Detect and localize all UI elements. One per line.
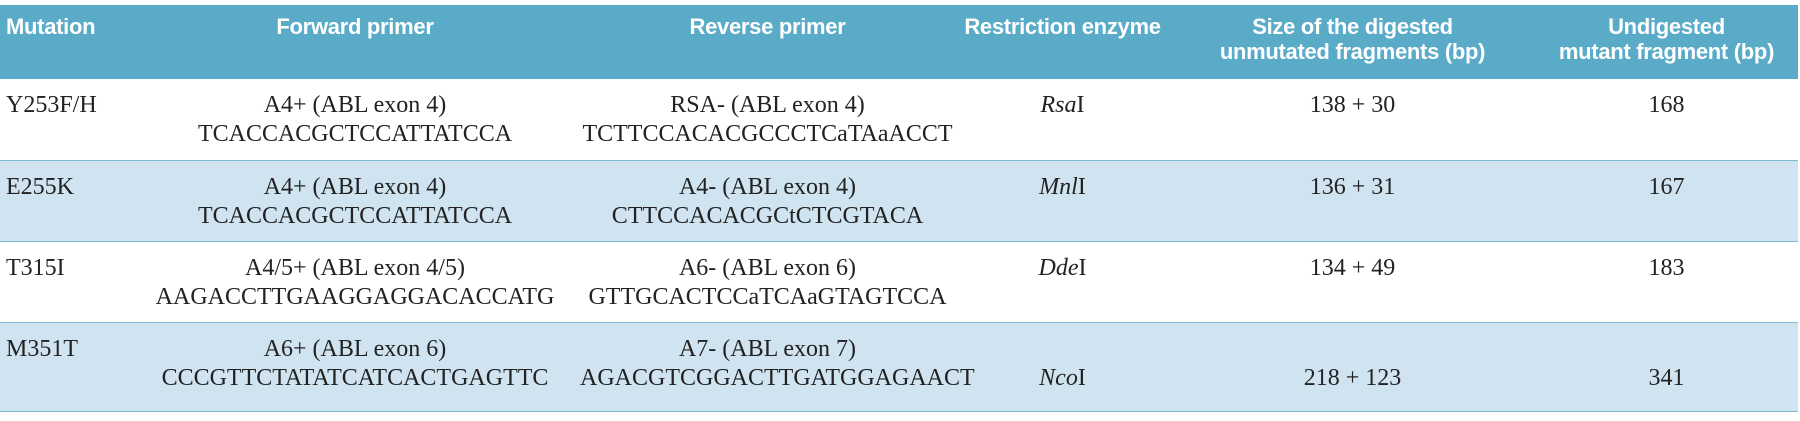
table-row: Y253F/H A4+ (ABL exon 4)TCACCACGCTCCATTA…: [0, 79, 1798, 161]
enzyme-cell: RsaI: [955, 79, 1170, 161]
mutation-cell: E255K: [0, 160, 130, 242]
header-forward-primer: Forward primer: [130, 5, 580, 79]
header-reverse-primer: Reverse primer: [580, 5, 955, 79]
table-row: T315I A4/5+ (ABL exon 4/5)AAGACCTTGAAGGA…: [0, 241, 1798, 323]
forward-primer-cell: A4+ (ABL exon 4)TCACCACGCTCCATTATCCA: [130, 79, 580, 161]
mutation-cell: T315I: [0, 241, 130, 323]
table-row: E255K A4+ (ABL exon 4)TCACCACGCTCCATTATC…: [0, 160, 1798, 242]
enzyme-cell: DdeI: [955, 241, 1170, 323]
enzyme-cell: MnlI: [955, 160, 1170, 242]
undigested-size-cell: 183: [1535, 241, 1798, 323]
undigested-size-cell: 167: [1535, 160, 1798, 242]
digested-size-cell: 138 + 30: [1170, 79, 1535, 161]
header-restriction-enzyme: Restriction enzyme: [955, 5, 1170, 79]
primer-table: Mutation Forward primer Reverse primer R…: [0, 5, 1798, 412]
header-row: Mutation Forward primer Reverse primer R…: [0, 5, 1798, 79]
digested-size-cell: 134 + 49: [1170, 241, 1535, 323]
reverse-primer-cell: A7- (ABL exon 7)AGACGTCGGACTTGATGGAGAACT: [580, 322, 975, 412]
enzyme-cell: NcoI: [955, 322, 1170, 412]
reverse-primer-cell: A6- (ABL exon 6)GTTGCACTCCaTCAaGTAGTCCA: [580, 241, 955, 323]
undigested-size-cell: 168: [1535, 79, 1798, 161]
forward-primer-cell: A4/5+ (ABL exon 4/5)AAGACCTTGAAGGAGGACAC…: [130, 241, 580, 323]
mutation-cell: M351T: [0, 322, 130, 412]
reverse-primer-cell: A4- (ABL exon 4)CTTCCACACGCtCTCGTACA: [580, 160, 955, 242]
mutation-cell: Y253F/H: [0, 79, 130, 161]
header-mutation: Mutation: [0, 5, 130, 79]
forward-primer-cell: A4+ (ABL exon 4)TCACCACGCTCCATTATCCA: [130, 160, 580, 242]
reverse-primer-cell: RSA- (ABL exon 4)TCTTCCACACGCCCTCaTAaACC…: [580, 79, 955, 161]
digested-size-cell: 136 + 31: [1170, 160, 1535, 242]
table-row: M351T A6+ (ABL exon 6)CCCGTTCTATATCATCAC…: [0, 322, 1798, 412]
undigested-size-cell: 341: [1535, 322, 1798, 412]
forward-primer-cell: A6+ (ABL exon 6)CCCGTTCTATATCATCACTGAGTT…: [130, 322, 580, 412]
digested-size-cell: 218 + 123: [1170, 322, 1535, 412]
